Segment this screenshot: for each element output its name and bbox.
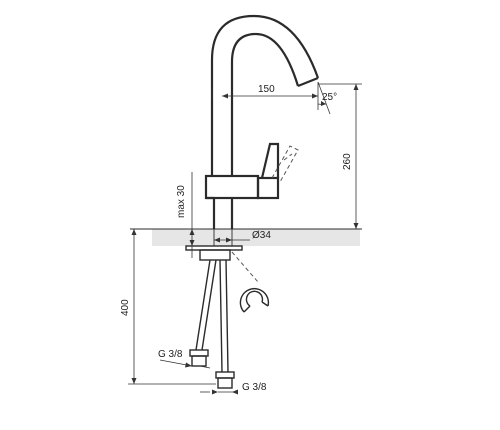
horseshoe-clip (239, 287, 270, 313)
clip-leader-dashed (231, 251, 259, 283)
mounting-nut (185, 229, 243, 261)
dim-hole-diameter-label: Ø34 (252, 230, 271, 241)
dim-thread-bottom-label: G 3/8 (242, 382, 267, 393)
lever-handle (256, 142, 280, 200)
dim-hose-length-label: 400 (120, 299, 131, 316)
hose-end-bottom (215, 371, 235, 389)
dim-height (318, 83, 362, 229)
lever-tilt-dashed (271, 145, 299, 183)
spout (210, 14, 320, 160)
hose-end-left (189, 349, 209, 367)
flexible-hoses (195, 259, 229, 373)
dim-max-thickness-label: max 30 (176, 185, 187, 218)
dim-hose-length (128, 229, 216, 385)
dim-spout-reach (211, 82, 319, 110)
dim-thread-bottom (200, 389, 238, 395)
dim-thread-left (159, 359, 211, 369)
dim-spout-angle (317, 81, 331, 115)
dim-thread-left-label: G 3/8 (158, 349, 183, 360)
faucet-body (204, 160, 260, 229)
dim-hole-diameter (214, 237, 250, 243)
counter-surface (152, 229, 360, 246)
dim-spout-angle-label: 25° (322, 92, 337, 103)
dim-height-label: 260 (342, 153, 353, 170)
dim-spout-reach-label: 150 (258, 84, 275, 95)
dim-max-thickness (186, 172, 206, 258)
